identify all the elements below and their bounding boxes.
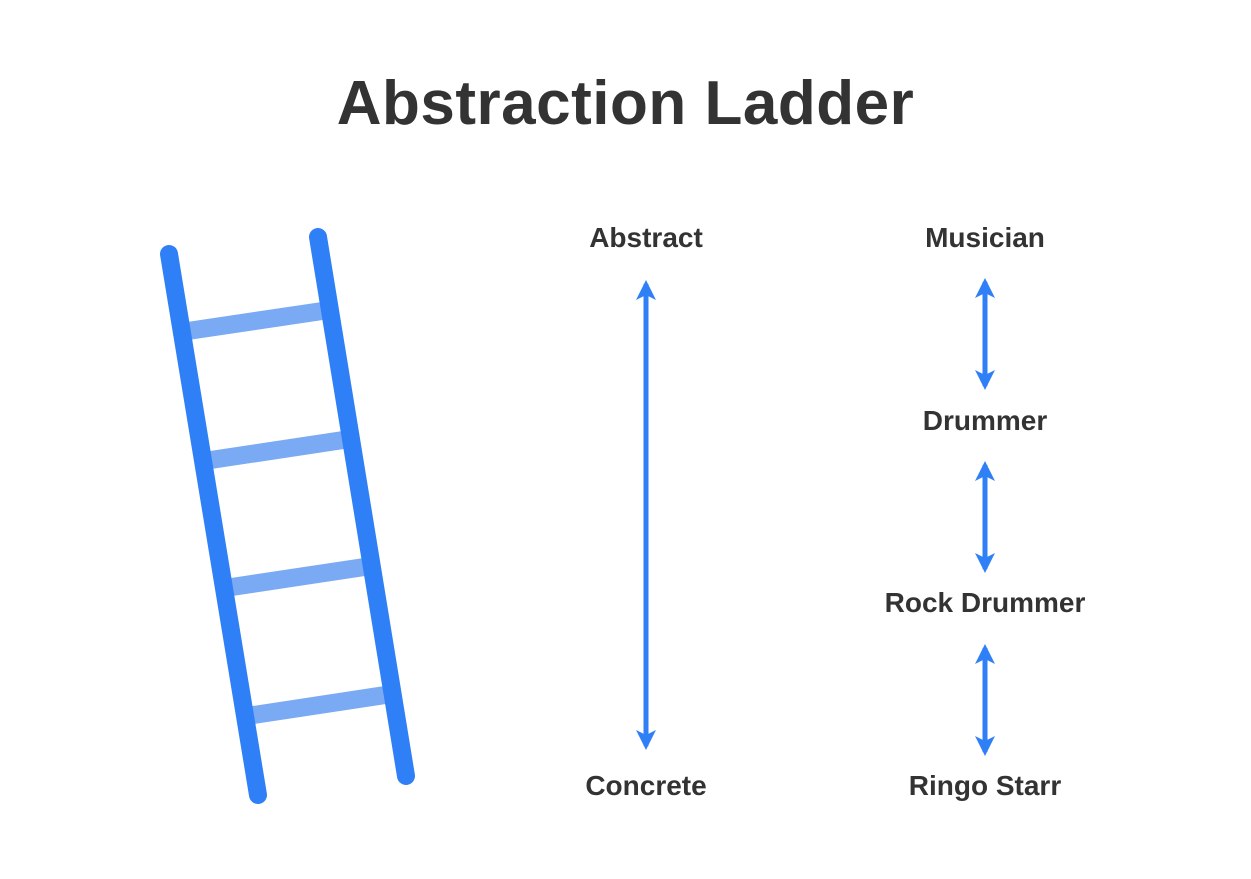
ladder-rung <box>245 685 394 725</box>
abstract-label: Abstract <box>589 222 703 253</box>
diagram-title: Abstraction Ladder <box>336 69 915 138</box>
ladder-rung <box>202 430 352 470</box>
level-label-ringo-starr: Ringo Starr <box>908 770 1062 801</box>
level-label-drummer: Drummer <box>922 405 1048 436</box>
ladder-right-rail <box>309 228 415 785</box>
ladder-left-rail <box>160 245 267 804</box>
ladder-icon <box>160 228 415 804</box>
concrete-label: Concrete <box>585 770 707 801</box>
level-label-musician: Musician <box>925 222 1045 253</box>
ladder-rung <box>179 301 331 341</box>
ladder-rung <box>223 557 373 597</box>
level-label-rock-drummer: Rock Drummer <box>884 587 1086 618</box>
